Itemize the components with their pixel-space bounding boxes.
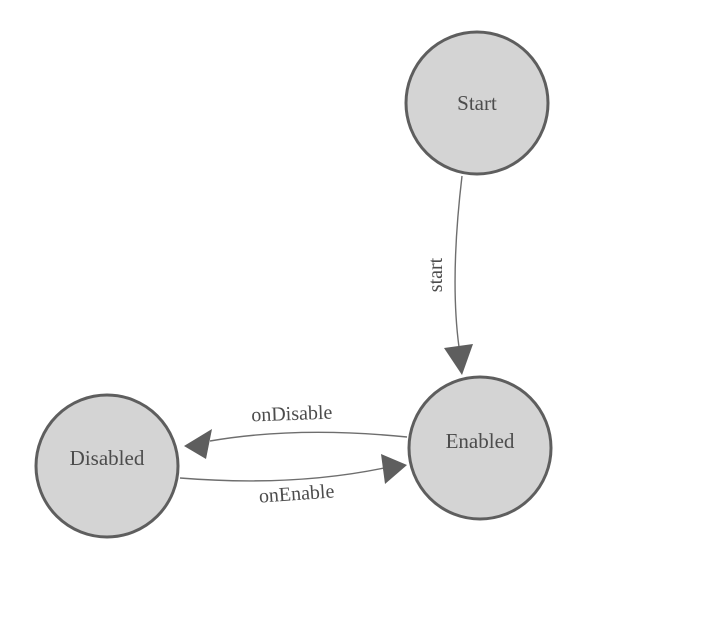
transition-label-start: start <box>425 257 447 292</box>
transition-start-to-enabled[interactable]: start <box>425 175 473 375</box>
state-circle-start[interactable] <box>404 30 550 176</box>
state-label-start: Start <box>457 91 497 115</box>
transition-disabled-to-enabled[interactable]: onEnable <box>179 454 407 508</box>
transition-label-ondisable: onDisable <box>251 402 333 427</box>
transition-line[interactable] <box>179 467 385 482</box>
arrowhead-down-icon <box>444 344 473 375</box>
transition-label-onenable: onEnable <box>258 480 335 507</box>
state-circle-disabled[interactable] <box>34 393 180 539</box>
transition-enabled-to-disabled[interactable]: onDisable <box>184 402 408 459</box>
arrowhead-left-icon <box>184 429 212 459</box>
arrowhead-right-icon <box>381 454 407 484</box>
state-circle-enabled[interactable] <box>407 375 553 521</box>
state-node-disabled[interactable]: Disabled <box>34 393 180 539</box>
transition-line[interactable] <box>209 431 408 442</box>
state-node-enabled[interactable]: Enabled <box>407 375 553 521</box>
state-label-enabled: Enabled <box>446 429 515 453</box>
state-node-start[interactable]: Start <box>404 30 550 176</box>
transition-line[interactable] <box>454 175 463 348</box>
state-label-disabled: Disabled <box>70 446 145 470</box>
